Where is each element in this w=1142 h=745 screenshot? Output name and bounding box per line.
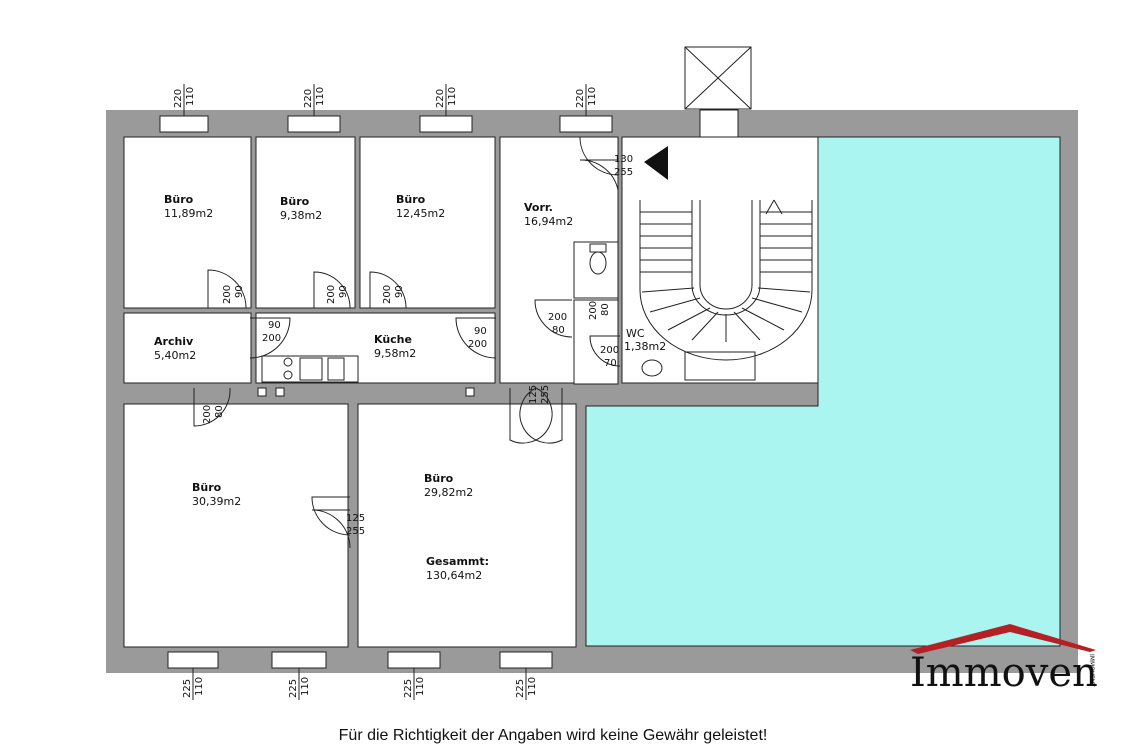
door-dim-buero-h: 255 xyxy=(346,526,365,537)
room-buero-1 xyxy=(123,136,252,309)
door-dim-archiv-h: 200 xyxy=(202,405,213,424)
total-area: 130,64m2 xyxy=(426,569,482,582)
door-dim-vorr-h: 200 xyxy=(468,339,487,350)
room-buero-3 xyxy=(359,136,496,309)
svg-text:110: 110 xyxy=(415,677,426,696)
door-dim-b2-h: 200 xyxy=(326,285,337,304)
door-swings xyxy=(193,136,621,549)
door-dim-wc1-w: 80 xyxy=(600,303,611,316)
svg-text:220: 220 xyxy=(575,89,586,108)
door-dim-b3-h: 200 xyxy=(382,285,393,304)
door-dim-buero-w: 125 xyxy=(346,513,365,524)
room-archiv xyxy=(123,312,252,384)
room-area-vorr: 16,94m2 xyxy=(524,215,573,228)
door-dim-wc2-w: 70 xyxy=(604,358,617,369)
room-kueche xyxy=(255,312,496,384)
svg-text:110: 110 xyxy=(315,87,326,106)
room-name-kueche: Küche xyxy=(374,333,412,346)
svg-text:110: 110 xyxy=(300,677,311,696)
door-dim-wc2-h: 200 xyxy=(600,345,619,356)
door-dim-vorr-bottom-h: 255 xyxy=(540,385,551,404)
door-dim-kueche-h: 200 xyxy=(262,333,281,344)
room-buero-5 xyxy=(357,403,577,648)
shaft-box xyxy=(684,46,752,138)
entrance-arrow-icon xyxy=(644,146,668,180)
room-area-buero-4: 30,39m2 xyxy=(192,495,241,508)
room-name-wc: WC xyxy=(626,327,645,340)
top-window-dims: 220 110 220 110 220 110 220 110 xyxy=(173,84,598,116)
svg-text:220: 220 xyxy=(435,89,446,108)
door-dim-kueche-w: 90 xyxy=(268,320,281,331)
bottom-window-dims: 225 110 225 110 225 110 225 110 xyxy=(182,668,538,700)
svg-text:110: 110 xyxy=(185,87,196,106)
door-dim-b1-h: 200 xyxy=(222,285,233,304)
room-name-archiv: Archiv xyxy=(154,335,194,348)
room-area-buero-5: 29,82m2 xyxy=(424,486,473,499)
staircase xyxy=(639,199,813,361)
svg-text:220: 220 xyxy=(303,89,314,108)
room-name-buero-3: Büro xyxy=(396,193,426,206)
disclaimer-text: Für die Richtigkeit der Angaben wird kei… xyxy=(339,727,768,744)
svg-text:110: 110 xyxy=(527,677,538,696)
chimney-markers xyxy=(257,387,475,397)
kitchen-counter xyxy=(261,355,359,383)
room-area-archiv: 5,40m2 xyxy=(154,349,196,362)
toilet-icon xyxy=(589,243,663,377)
room-name-vorr: Vorr. xyxy=(524,201,553,214)
room-name-buero-4: Büro xyxy=(192,481,222,494)
svg-text:225: 225 xyxy=(515,679,526,698)
room-name-buero-2: Büro xyxy=(280,195,310,208)
room-area-buero-2: 9,38m2 xyxy=(280,209,322,222)
door-dim-vorr-w: 90 xyxy=(474,326,487,337)
room-name-buero-1: Büro xyxy=(164,193,194,206)
room-area-buero-3: 12,45m2 xyxy=(396,207,445,220)
door-dim-entry-w: 130 xyxy=(614,154,633,165)
svg-text:225: 225 xyxy=(403,679,414,698)
immoven-logo: Immoven IMMOVENT xyxy=(910,624,1098,696)
stair-landing xyxy=(684,351,756,381)
door-dim-wc-w: 80 xyxy=(552,325,565,336)
logo-roof-icon xyxy=(910,624,1096,654)
room-area-kueche: 9,58m2 xyxy=(374,347,416,360)
door-dim-b2-w: 90 xyxy=(338,285,349,298)
door-dim-b3-w: 90 xyxy=(394,285,405,298)
svg-text:225: 225 xyxy=(182,679,193,698)
logo-wordmark: Immoven xyxy=(910,650,1098,696)
door-dim-wc1-h: 200 xyxy=(588,301,599,320)
door-dim-vorr-bottom-w: 125 xyxy=(528,385,539,404)
room-buero-4 xyxy=(123,403,349,648)
svg-text:220: 220 xyxy=(173,89,184,108)
room-area-buero-1: 11,89m2 xyxy=(164,207,213,220)
door-dim-entry-h: 255 xyxy=(614,167,633,178)
bottom-windows xyxy=(167,651,553,669)
room-wc-2 xyxy=(573,299,619,385)
svg-text:110: 110 xyxy=(587,87,598,106)
door-dim-wc-h: 200 xyxy=(548,312,567,323)
logo-subtext: IMMOVENT xyxy=(1088,654,1095,687)
room-area-wc: 1,38m2 xyxy=(624,340,666,353)
svg-text:110: 110 xyxy=(447,87,458,106)
room-name-buero-5: Büro xyxy=(424,472,454,485)
courtyard-area xyxy=(585,136,1061,647)
room-buero-2 xyxy=(255,136,356,309)
total-label: Gesammt: xyxy=(426,555,489,568)
svg-text:110: 110 xyxy=(194,677,205,696)
door-dim-b1-w: 90 xyxy=(234,285,245,298)
svg-text:225: 225 xyxy=(288,679,299,698)
door-dim-archiv-w: 80 xyxy=(214,405,225,418)
